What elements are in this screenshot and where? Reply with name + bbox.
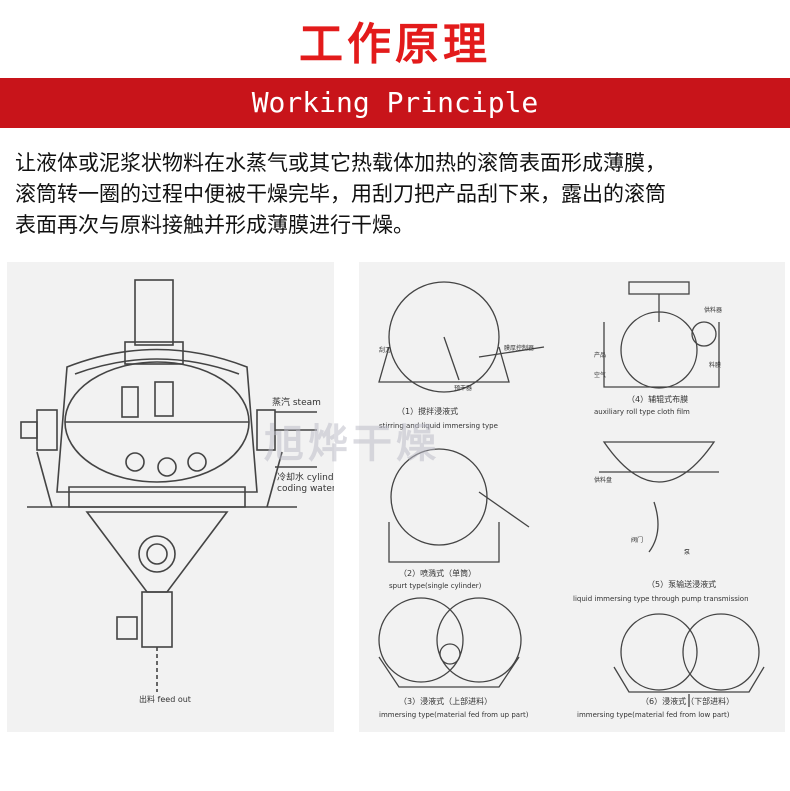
diagram-caption-cn: （2）喷溅式（单筒） xyxy=(399,568,476,578)
description-line: 表面再次与原料接触并形成薄膜进行干燥。 xyxy=(15,213,414,237)
steam-label: 蒸汽 steam xyxy=(272,396,321,408)
material-film-label: 料膜 xyxy=(709,361,721,369)
diagram-caption-cn: （3）浸液式（上部进料） xyxy=(399,696,492,706)
diagram-caption-en: immersing type(material fed from up part… xyxy=(379,711,529,719)
diagram-caption-en: immersing type(material fed from low par… xyxy=(577,711,730,719)
valve-label: 阀门 xyxy=(631,536,643,544)
page-title: 工作原理 xyxy=(299,19,491,70)
drum-configurations-drawing: （1）搅拌浸液式 stirring and liquid immersing t… xyxy=(378,281,765,719)
cooling-label-2: coding water xyxy=(277,484,334,494)
feeder-label: 供料器 xyxy=(704,306,722,314)
description: 让液体或泥浆状物料在水蒸气或其它热载体加热的滚筒表面形成薄膜， 滚筒转一圈的过程… xyxy=(15,148,785,241)
feeding-plate-label: 供料盘 xyxy=(594,476,612,484)
pump-label: 泵 xyxy=(684,549,690,556)
product-label: 产品 xyxy=(594,351,606,359)
diagram-caption-en: stirring and liquid immersing type xyxy=(379,422,498,430)
dryer-label: 预干器 xyxy=(454,384,472,392)
description-line: 滚筒转一圈的过程中便被干燥完毕，用刮刀把产品刮下来，露出的滚筒 xyxy=(15,182,666,206)
feed-out-label: 出料 feed out xyxy=(139,694,191,704)
dryer-schematic: 蒸汽 steam 冷却水 cylinder coding water 出料 fe… xyxy=(7,262,343,732)
diagram-caption-cn: （4）辅辊式布膜 xyxy=(627,394,688,404)
cooling-label: 冷却水 cylinder xyxy=(277,471,334,483)
english-title: Working Principle xyxy=(251,86,539,119)
dryer-schematic-drawing: 蒸汽 steam 冷却水 cylinder coding water 出料 fe… xyxy=(20,279,343,704)
diagram-caption-cn: （6）浸液式（下部进料） xyxy=(641,696,734,706)
drum-configurations: （1）搅拌浸液式 stirring and liquid immersing t… xyxy=(359,262,785,732)
title-band: Working Principle xyxy=(0,78,790,128)
film-control-label: 膜厚控制器 xyxy=(504,344,534,352)
description-line: 让液体或泥浆状物料在水蒸气或其它热载体加热的滚筒表面形成薄膜， xyxy=(15,151,666,175)
diagram-caption-en: liquid immersing type through pump trans… xyxy=(573,595,749,603)
diagram-caption-en: auxiliary roll type cloth film xyxy=(594,408,690,416)
air-label: 空气 xyxy=(594,371,606,379)
scraper-label: 刮刀 xyxy=(379,346,391,354)
diagram-caption-en: spurt type(single cylinder) xyxy=(389,582,482,590)
watermark: 旭烨干燥 xyxy=(264,421,440,467)
diagram-caption-cn: （1）搅拌浸液式 xyxy=(397,406,458,416)
diagram-caption-cn: （5）泵输送浸液式 xyxy=(647,579,716,589)
